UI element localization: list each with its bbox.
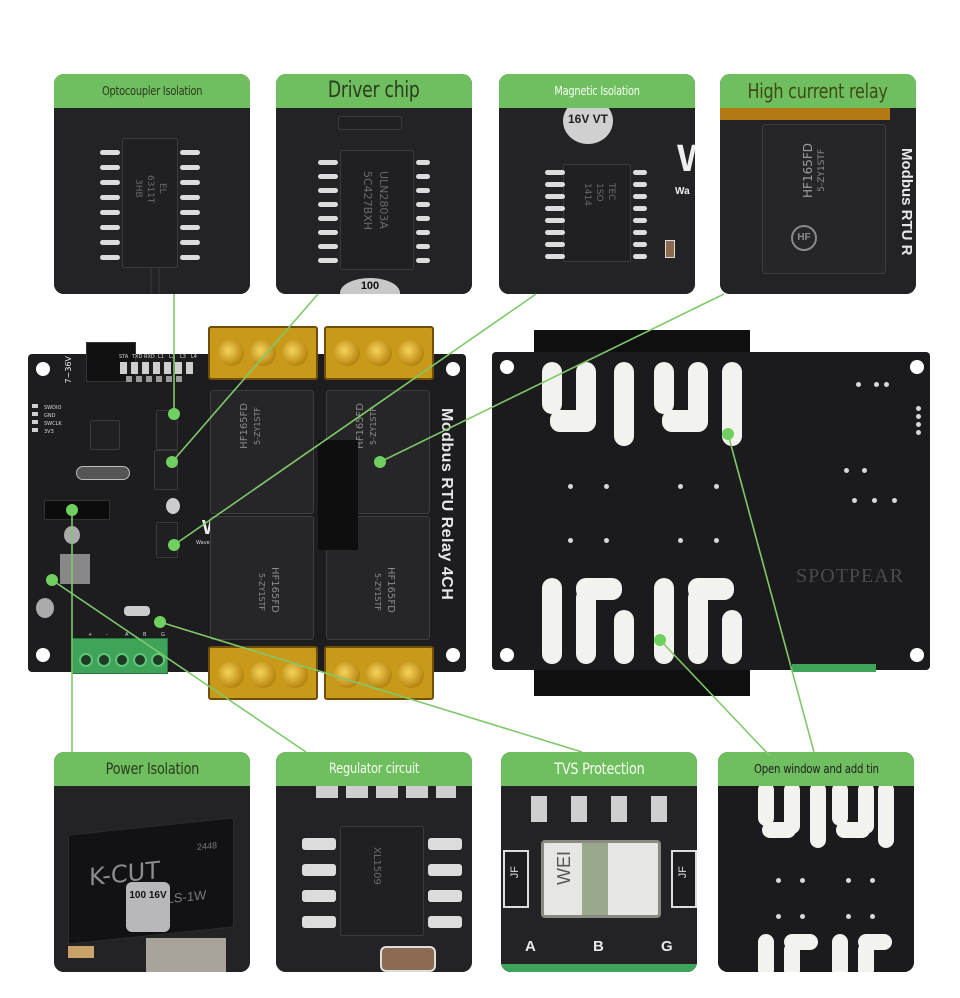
callout-marker-optocoupler [168,408,180,420]
regulator-closeup: XL1509 [276,780,472,972]
terminal-back-bottom [534,666,750,696]
optocoupler-closeup: 3HB 6311T EL [54,108,250,294]
panel-label: Power Isolation [105,758,199,778]
uln2803a-chip: 5C427BXH ULN2803A [340,150,414,270]
xl1509-chip: XL1509 [340,826,424,936]
callout-marker-open-window-top [722,428,734,440]
power-isolation-closeup: K-CUT 2448 B0505LS-1W 100 16V [54,786,250,972]
capacitor [64,526,80,544]
panel-power-isolation: Power Isolation K-CUT 2448 B0505LS-1W 10… [54,752,250,972]
capacitor: 100 [340,278,400,294]
board-title: Modbus RTU Relay 4CH [438,408,455,601]
capacitor [36,598,54,618]
crystal [76,466,130,480]
panel-header: High current relay [720,74,916,108]
tvs-component: WEI [541,840,661,918]
capacitor [166,498,180,514]
panel-label: Open window and add tin [753,761,879,776]
panel-label: Optocoupler Isolation [101,83,203,98]
panel-open-window-tin: Open window and add tin [718,752,914,972]
panel-header: Magnetic Isolation [499,74,695,108]
inductor [60,554,90,584]
panel-high-current-relay: High current relay HF165FD 5-ZY1STF HF M… [720,74,916,294]
driver-chip-closeup: 5C427BXH ULN2803A 100 [276,108,472,294]
relay-1: HF165FD 5-ZY1STF [210,390,314,514]
panel-magnetic-isolation: Magnetic Isolation 16V VT W Wa 1414 1SO … [499,74,695,294]
callout-marker-open-window-bottom [654,634,666,646]
magnetic-isolation-closeup: 16V VT W Wa 1414 1SO TEC [499,98,695,294]
panel-driver-chip: Driver chip 5C427BXH ULN2803A 100 [276,74,472,294]
relay-component: HF165FD 5-ZY1STF HF [762,124,886,274]
open-window-closeup [718,782,914,972]
panel-label: High current relay [747,78,889,103]
callout-marker-relay [374,456,386,468]
relay3-terminal[interactable] [208,646,318,700]
callout-marker-power-isolation [66,504,78,516]
capacitor: 100 16V [126,882,170,932]
callout-marker-regulator [46,574,58,586]
green-terminal-edge [792,664,876,672]
callout-marker-magnetic [168,539,180,551]
optocoupler-chip: 3HB 6311T EL [122,138,178,268]
spotpear-watermark: SPOTPEAR [796,565,905,587]
panel-header: Open window and add tin [718,752,914,786]
panel-header: Power Isolation [54,752,250,786]
waveshare-logo-fragment: W [677,138,695,180]
callout-marker-driver [166,456,178,468]
callout-marker-tvs [154,616,166,628]
power-rs485-terminal[interactable] [72,638,168,674]
panel-optocoupler-isolation: Optocoupler Isolation 3HB 6311T EL [54,74,250,294]
isolation-chip: 1414 1SO TEC [563,164,631,262]
mcu-chip [90,420,120,450]
inductor [146,938,226,972]
panel-regulator-circuit: Regulator circuit XL1509 [276,752,472,972]
relay-3: HF165FD 5-ZY1STF [210,516,314,640]
board-back [492,352,930,672]
panel-label: Magnetic Isolation [554,83,640,98]
hf-logo-icon: HF [791,225,817,251]
tvs-component [124,606,150,616]
panel-header: TVS Protection [501,752,697,786]
relay4-terminal[interactable] [324,646,434,700]
panel-tvs-protection: TVS Protection WEI JF JF A B G [501,752,697,972]
relay1-terminal[interactable] [208,326,318,380]
panel-label: Regulator circuit [328,760,420,777]
panel-header: Driver chip [276,74,472,108]
panel-header: Regulator circuit [276,752,472,786]
relay2-terminal[interactable] [324,326,434,380]
panel-label: Driver chip [328,78,420,104]
relay-closeup: HF165FD 5-ZY1STF HF Modbus RTU R [720,108,916,294]
panel-header: Optocoupler Isolation [54,74,250,108]
tvs-closeup: WEI JF JF A B G [501,786,697,972]
panel-label: TVS Protection [553,758,645,778]
